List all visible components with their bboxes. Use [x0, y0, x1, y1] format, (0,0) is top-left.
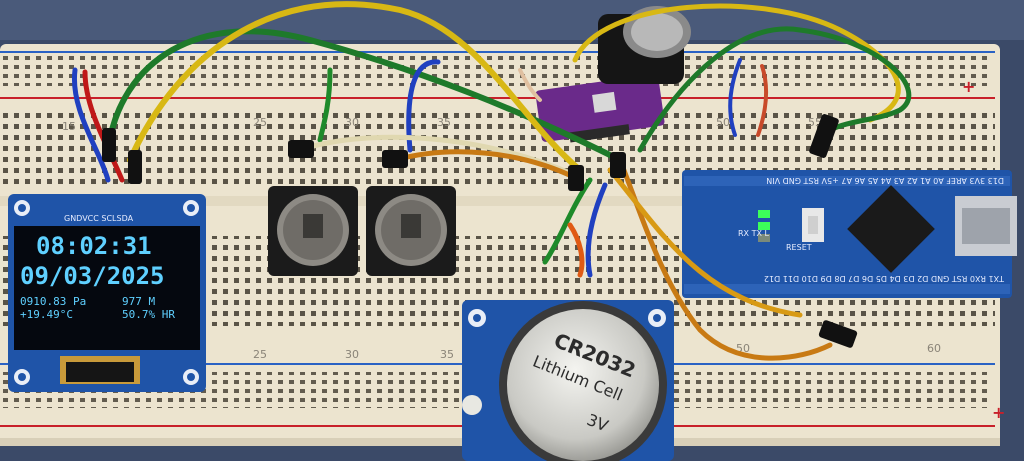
- row-number-25: 25: [253, 116, 267, 129]
- oled-altitude: 977 M: [122, 295, 155, 308]
- push-button-left[interactable]: [268, 186, 358, 276]
- wire-connectors: [102, 114, 858, 348]
- arduino-bottom-pin-labels: TX1 RX0 RST GND D2 D3 D4 D5 D6 D7 D8 D9 …: [764, 274, 1005, 283]
- jumper-wires: [71, 1, 912, 361]
- row-number-50: 50: [716, 116, 730, 129]
- row-number-60-bottom: 60: [927, 342, 941, 355]
- pressure-sensor-module: [535, 74, 665, 143]
- row-number-30-bottom: 30: [345, 348, 359, 361]
- coin-cell-battery: [507, 309, 659, 461]
- oled-module: [8, 194, 206, 392]
- oled-pressure: 0910.83 Pa: [20, 295, 86, 308]
- row-number-30: 30: [345, 116, 359, 129]
- oled-time: 08:02:31: [36, 232, 152, 260]
- arduino-reset-label: RESET: [786, 243, 812, 252]
- row-number-35-bottom: 35: [440, 348, 454, 361]
- arduino-top-pin-labels: D13 3V3 AREF A0 A1 A2 A3 A4 A5 A6 A7 +5V…: [766, 176, 1004, 185]
- row-number-25-bottom: 25: [253, 348, 267, 361]
- row-number-35: 35: [437, 116, 451, 129]
- push-button-right[interactable]: [366, 186, 456, 276]
- row-number-15: 15: [62, 120, 76, 133]
- oled-date: 09/03/2025: [20, 262, 165, 290]
- oled-humidity: 50.7% HR: [122, 308, 175, 321]
- rail-plus-top: +: [962, 77, 975, 96]
- rail-plus-bottom: +: [992, 403, 1005, 422]
- oled-temperature: +19.49°C: [20, 308, 73, 321]
- arduino-nano-board: [682, 170, 1017, 298]
- rtc-module: [462, 300, 674, 461]
- capacitor: [598, 6, 691, 84]
- arduino-led-labels: RX TX L: [738, 229, 769, 238]
- oled-pin-header-label: GNDVCC SCLSDA: [64, 214, 134, 223]
